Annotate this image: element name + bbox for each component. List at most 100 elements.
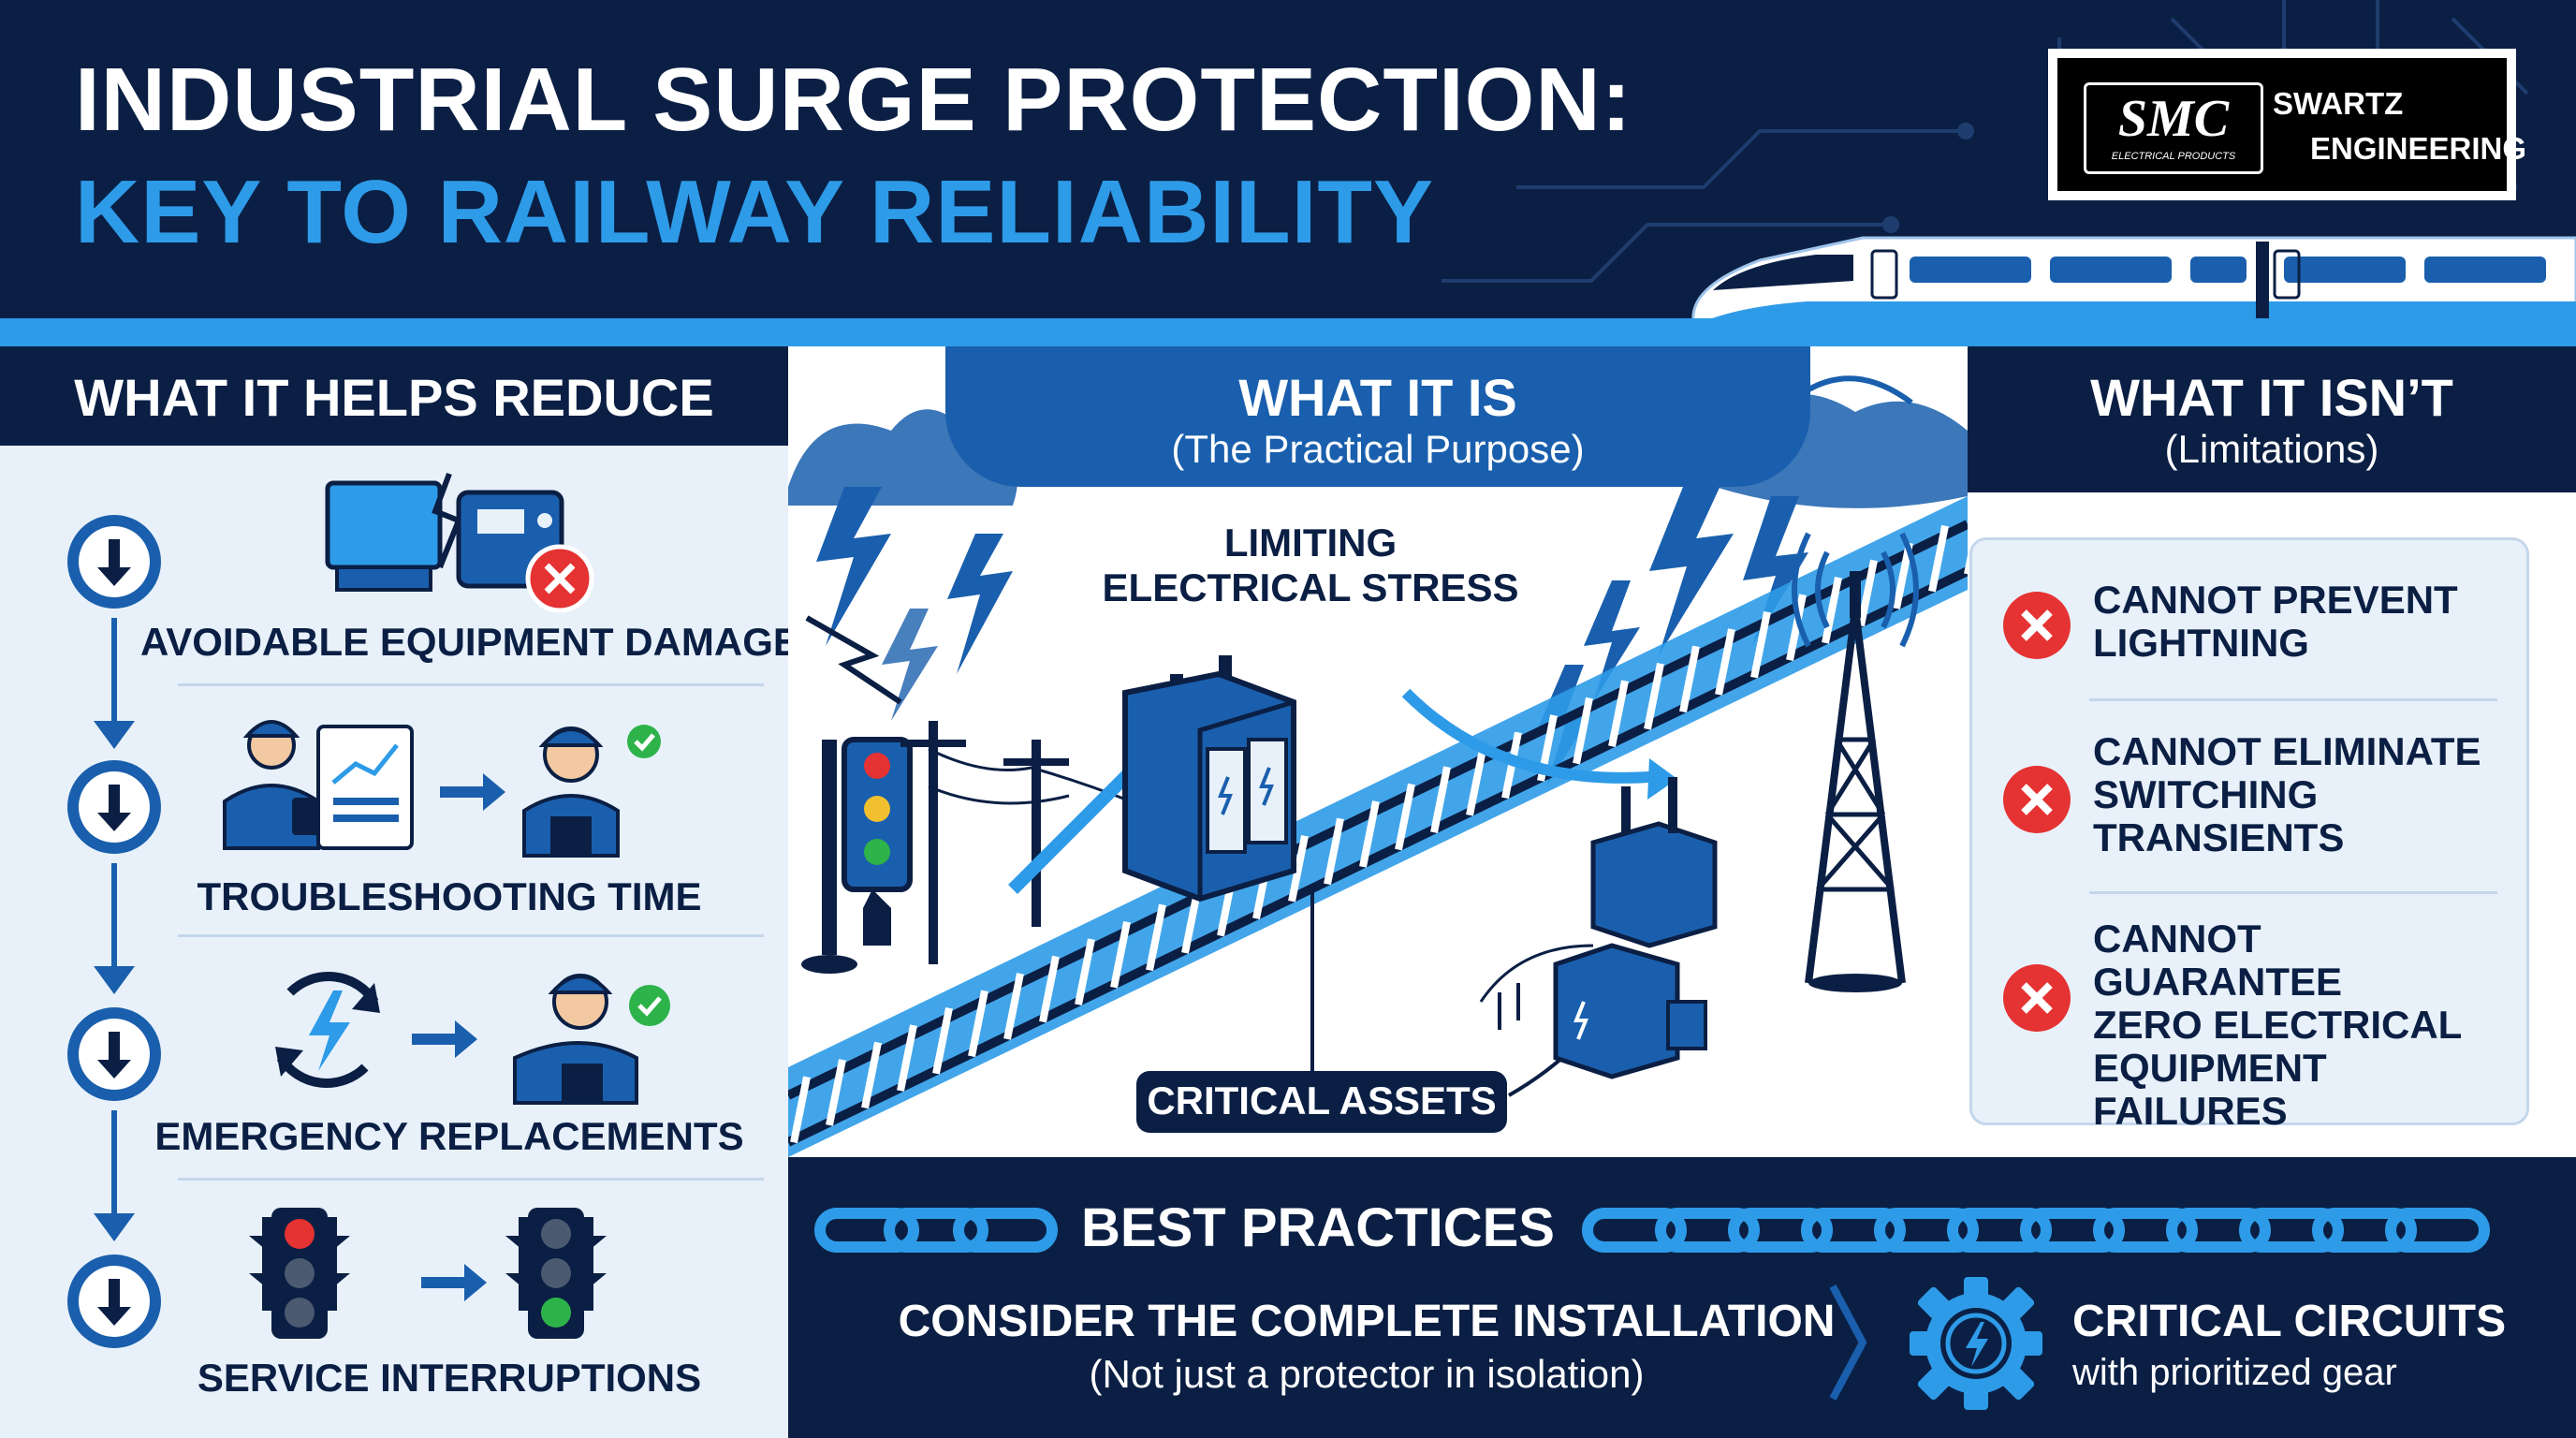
limitation-item-1: CANNOT PREVENT LIGHTNING	[2093, 579, 2505, 665]
rail-tie	[1857, 559, 1878, 627]
rail-tie	[1715, 628, 1735, 696]
rail-tie	[1288, 834, 1309, 902]
rail-tie	[1075, 938, 1095, 1005]
center-callout-line2: ELECTRICAL STRESS	[1102, 565, 1519, 609]
middle-panel-header	[945, 346, 1810, 487]
rail-tie	[1430, 766, 1451, 833]
smc-mark-subtext: ELECTRICAL PRODUCTS	[2111, 151, 2236, 162]
left-panel-heading: WHAT IT HELPS REDUCE	[74, 368, 714, 427]
railway-scene-illustration	[788, 375, 1968, 1157]
limitation-line: CANNOT PREVENT	[2093, 578, 2458, 622]
smc-mark: SMC ELECTRICAL PRODUCTS	[2084, 82, 2263, 174]
x-mark-icon	[2003, 766, 2071, 833]
flow-connector	[111, 863, 117, 976]
limitation-line: FAILURES	[2093, 1089, 2288, 1133]
x-mark-icon	[2003, 964, 2071, 1032]
item-divider	[178, 934, 764, 937]
rail-tie	[1928, 524, 1949, 593]
right-panel-subheading: (Limitations)	[2164, 427, 2379, 471]
rail-tie	[826, 1059, 846, 1126]
rail-tie	[1359, 800, 1380, 868]
down-arrow-bullet-icon	[67, 760, 161, 854]
left-panel-header	[0, 346, 788, 446]
flow-connector	[111, 1110, 117, 1223]
down-arrow-bullet-icon	[67, 515, 161, 609]
center-callout: LIMITING ELECTRICAL STRESS	[1076, 521, 1544, 610]
company-logo: SMC ELECTRICAL PRODUCTS SWARTZ ENGINEERI…	[2048, 49, 2526, 200]
critical-assets-label: CRITICAL ASSETS	[1147, 1078, 1497, 1123]
header-accent-stripe	[0, 318, 2576, 346]
rail-tie	[1822, 577, 1842, 644]
limitation-line: CANNOT GUARANTEE	[2093, 917, 2343, 1004]
technician-icon	[223, 720, 661, 858]
limitation-item-3: CANNOT GUARANTEE ZERO ELECTRICAL EQUIPME…	[2093, 917, 2505, 1133]
rail-tie	[861, 1041, 882, 1109]
limitation-line: EQUIPMENT	[2093, 1046, 2327, 1090]
rail-tie	[1395, 783, 1415, 851]
logo-name-line1: SWARTZ	[2273, 86, 2404, 121]
limitation-line: LIGHTNING	[2093, 621, 2309, 665]
reduce-item-label: TROUBLESHOOTING TIME	[197, 874, 702, 918]
limitation-line: TRANSIENTS	[2093, 815, 2345, 859]
limitation-line: SWITCHING	[2093, 772, 2319, 816]
train-illustration	[1691, 236, 2576, 330]
gear-lightning-icon	[1910, 1277, 2042, 1410]
middle-panel-subheading: (The Practical Purpose)	[1171, 427, 1585, 471]
rail-tie	[1573, 697, 1593, 765]
chevron-right-icon	[1829, 1284, 1867, 1401]
middle-panel-heading: WHAT IT IS	[1238, 368, 1517, 427]
item-divider	[178, 683, 764, 686]
reduce-item-label: EMERGENCY REPLACEMENTS	[154, 1114, 744, 1158]
center-callout-line1: LIMITING	[1223, 521, 1398, 565]
rail-tie	[1893, 542, 1913, 609]
best-practice-1-subtitle: (Not just a protector in isolation)	[1089, 1352, 1645, 1396]
rail-tie	[1324, 817, 1344, 886]
limitation-line: ZERO ELECTRICAL	[2093, 1003, 2463, 1047]
rail-tie	[968, 990, 988, 1058]
rail-tie	[1146, 903, 1166, 972]
limitation-item-2: CANNOT ELIMINATE SWITCHING TRANSIENTS	[2093, 730, 2505, 859]
rail-tie	[1608, 680, 1629, 747]
right-panel-heading: WHAT IT ISN’T	[2090, 368, 2453, 427]
best-practices-band	[788, 1157, 2576, 1438]
rail-tie	[790, 1076, 811, 1144]
rail-tie	[1679, 645, 1700, 713]
logo-name-line2: ENGINEERING	[2310, 131, 2527, 166]
reduce-item-label: SERVICE INTERRUPTIONS	[197, 1356, 702, 1400]
limitation-divider	[2089, 891, 2497, 894]
rail-tie	[1786, 594, 1807, 661]
reduce-item-label: AVOIDABLE EQUIPMENT DAMAGE	[140, 620, 799, 664]
rail-tie	[1110, 920, 1131, 989]
refresh-lightning-icon	[275, 972, 670, 1105]
best-practice-2-title: CRITICAL CIRCUITS	[2072, 1297, 2507, 1346]
rail-tie	[1039, 955, 1060, 1023]
flow-connector	[111, 618, 117, 730]
down-arrow-bullet-icon	[67, 1255, 161, 1348]
down-arrow-bullet-icon	[67, 1007, 161, 1101]
best-practice-1-title: CONSIDER THE COMPLETE INSTALLATION	[898, 1297, 1836, 1346]
page-title-line1: INDUSTRIAL SURGE PROTECTION:	[75, 50, 1632, 150]
x-mark-icon	[2003, 592, 2071, 659]
traffic-signal-icon	[249, 1208, 607, 1339]
chain-link-icon	[1582, 1208, 2490, 1253]
item-divider	[178, 1178, 764, 1181]
chain-link-icon	[814, 1208, 1058, 1253]
rail-tie	[1466, 748, 1486, 816]
critical-assets-badge	[1136, 1071, 1507, 1133]
middle-panel	[788, 346, 1968, 1157]
rail-tie	[932, 1006, 953, 1075]
rail-tie	[1644, 663, 1664, 730]
best-practices-heading: BEST PRACTICES	[1081, 1197, 1555, 1258]
flow-arrowhead-icon	[94, 1213, 135, 1241]
best-practice-2-subtitle: with prioritized gear	[2072, 1352, 2397, 1393]
rail-tie	[1003, 973, 1024, 1040]
flow-arrowhead-icon	[94, 966, 135, 994]
page-title-line2: KEY TO RAILWAY RELIABILITY	[75, 162, 1435, 262]
rail-tie	[1750, 610, 1771, 679]
right-panel-header	[1968, 346, 2576, 492]
logo-panel: SMC ELECTRICAL PRODUCTS SWARTZ ENGINEERI…	[2057, 58, 2526, 191]
smc-mark-text: SMC	[2117, 90, 2230, 148]
limitation-divider	[2089, 698, 2497, 701]
broken-equipment-icon	[325, 472, 594, 613]
limitation-line: CANNOT ELIMINATE	[2093, 729, 2481, 773]
